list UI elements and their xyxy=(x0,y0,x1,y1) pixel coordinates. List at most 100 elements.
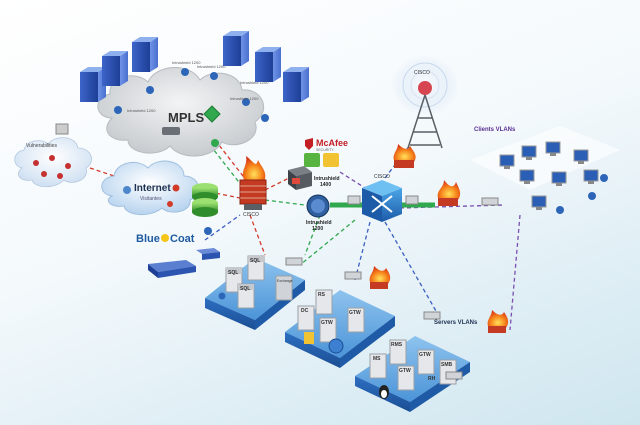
bluecoat-appliance xyxy=(148,248,220,278)
vuln-device-icon xyxy=(55,123,69,135)
switch-module-icon xyxy=(347,195,361,205)
site-server-6 xyxy=(283,67,309,102)
main-firewall: CISCO xyxy=(239,156,267,218)
server-tower xyxy=(369,353,387,379)
server-tag: GTW xyxy=(399,368,411,374)
storage-icon xyxy=(304,332,314,344)
green-router xyxy=(192,183,218,217)
link-mpls-firewall xyxy=(214,139,251,186)
mcafee-logo: McAfee SECURITY xyxy=(304,138,348,167)
server-tag: SQL xyxy=(240,286,250,292)
vulnerabilities-label: Vulnerabilities xyxy=(26,143,57,149)
lan-switch-icon xyxy=(423,311,441,320)
internet-cloud: Internet Visitantes xyxy=(101,160,199,215)
core-switch: CISCO xyxy=(347,174,419,222)
shield-badge-icon xyxy=(261,114,269,122)
virus-icon xyxy=(172,184,180,192)
server-tag: Exchange xyxy=(277,279,293,283)
link-firewall-server1 xyxy=(249,214,266,256)
virus-icon xyxy=(167,201,173,207)
client-pc xyxy=(573,149,589,164)
server-tag: RMS xyxy=(391,342,403,348)
site-server-5 xyxy=(255,47,281,82)
server-tower xyxy=(417,349,435,375)
server-tower xyxy=(237,283,255,309)
server-tower xyxy=(275,275,293,301)
shield-badge-icon xyxy=(181,68,189,76)
tower-cisco-label: CISCO xyxy=(414,70,430,76)
switch-cisco-label: CISCO xyxy=(374,174,390,180)
site-tag: Intrushield 1200 xyxy=(172,60,201,65)
switch-module-icon xyxy=(405,195,419,205)
shield-badge-icon xyxy=(210,72,218,80)
mcafee-yellow-icon xyxy=(323,153,339,167)
link-switch-servers-c xyxy=(384,221,441,319)
firewall-small xyxy=(393,144,416,168)
internet-label: Internet xyxy=(134,183,171,194)
server-tower xyxy=(315,289,333,315)
link-clients-servers xyxy=(509,214,521,331)
server-tower xyxy=(247,255,265,281)
lan-switch-icon xyxy=(344,271,362,280)
server-tower xyxy=(319,317,337,343)
server-tag: SQL xyxy=(228,270,238,276)
bluecoat-badge-icon xyxy=(204,227,212,235)
site-tag: Intrushield 1200 xyxy=(127,108,156,113)
server-tower xyxy=(397,365,415,391)
site-tag: Intrushield 1200 xyxy=(240,80,269,85)
bluecoat-star-icon xyxy=(161,234,169,242)
server-tag: GTW xyxy=(349,310,361,316)
link-bluecoat xyxy=(204,214,241,241)
mcafee-green-icon xyxy=(304,153,320,167)
server-tag: RH xyxy=(428,376,436,382)
bluecoat-logo: Blue Coat xyxy=(136,227,212,245)
mcafee-sub: SECURITY xyxy=(316,148,334,152)
mcafee-shield-icon xyxy=(305,138,313,150)
globe-icon xyxy=(123,186,131,194)
firewall-small xyxy=(487,310,509,333)
link-vuln-internet xyxy=(89,167,121,179)
client-pc xyxy=(551,171,567,186)
bug-icon xyxy=(57,173,63,179)
bluecoat-text-a: Blue xyxy=(136,233,160,245)
client-pc xyxy=(545,141,561,156)
firewall-small xyxy=(369,266,391,289)
mpls-green-node-icon xyxy=(211,139,219,147)
lan-switch-icon xyxy=(445,371,463,380)
mpls-diamond-icon xyxy=(203,105,221,123)
client-switch-icon xyxy=(481,197,499,206)
shield-badge-icon xyxy=(146,86,154,94)
link-switch-servers-a xyxy=(299,219,356,266)
firewall-cisco-label: CISCO xyxy=(243,212,259,218)
client-pc xyxy=(521,145,537,160)
server-tower xyxy=(347,307,365,333)
vulnerabilities-cloud: Vulnerabilities xyxy=(14,123,92,188)
server-tag: GTW xyxy=(321,320,333,326)
shield-badge-icon xyxy=(600,174,608,182)
server-tag: MS xyxy=(373,356,381,362)
mpls-cloud: MPLS xyxy=(97,67,265,157)
linux-penguin-belly-icon xyxy=(381,390,387,398)
access-point-icon xyxy=(418,81,432,95)
server-tower xyxy=(297,305,315,331)
bluecoat-text-b: Coat xyxy=(170,233,195,245)
mpls-router-icon xyxy=(162,127,180,135)
lan-switch-icon xyxy=(285,257,303,266)
client-pc xyxy=(499,154,515,169)
bug-icon xyxy=(41,171,47,177)
link-mpls-firewall-green xyxy=(209,144,246,191)
link-mcafee-switch xyxy=(339,171,366,189)
server-tag: GTW xyxy=(419,352,431,358)
firewall-small xyxy=(437,180,461,206)
server-platform-1: SQL SQL SQL Exchange xyxy=(205,255,305,330)
site-server-4 xyxy=(223,31,249,66)
network-links xyxy=(89,79,521,331)
bug-icon xyxy=(49,155,55,161)
bug-icon xyxy=(65,163,71,169)
site-tag: Intrushield 1200 xyxy=(197,64,226,69)
